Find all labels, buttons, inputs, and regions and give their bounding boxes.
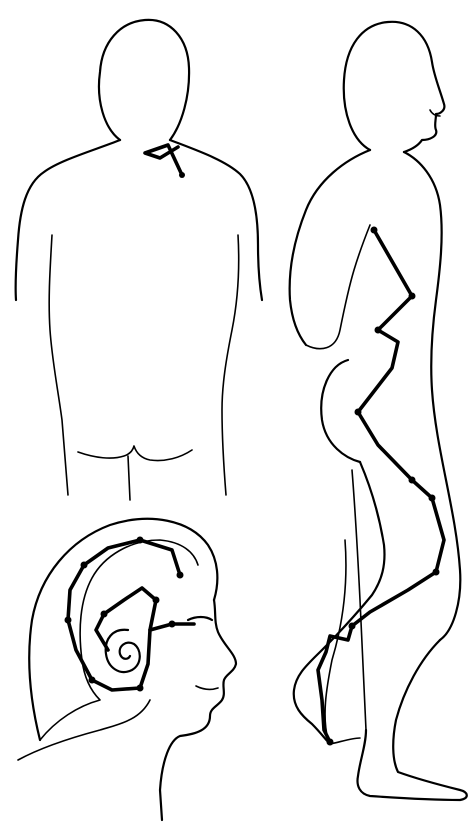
- head-point-9: [169, 621, 176, 628]
- back-neck-meridian: [145, 145, 182, 175]
- head-face-profile: [160, 600, 236, 820]
- head-hairline-outer: [40, 540, 198, 740]
- side-buttock: [321, 360, 360, 462]
- back-torso-right: [170, 140, 262, 300]
- back-right-side: [222, 235, 239, 495]
- side-back-foot: [330, 738, 360, 744]
- head-point-5: [89, 677, 96, 684]
- head-point-7: [153, 597, 160, 604]
- side-point-1: [371, 227, 378, 234]
- head-point-4: [65, 617, 72, 624]
- head-mouth: [196, 686, 218, 689]
- back-gluteal-cleft: [128, 456, 130, 500]
- side-point-6: [429, 495, 436, 502]
- side-back-line: [290, 150, 370, 345]
- back-buttocks: [78, 446, 192, 461]
- side-point-7: [433, 569, 440, 576]
- side-view-figure: [290, 22, 467, 800]
- back-view-figure: [16, 20, 262, 500]
- side-point-8: [349, 623, 356, 630]
- side-point-2: [409, 293, 416, 300]
- side-point-4: [355, 409, 362, 416]
- side-meridian: [318, 230, 444, 742]
- head-point-3: [81, 562, 88, 569]
- side-front-line: [404, 152, 460, 640]
- head-point-8: [101, 611, 108, 618]
- side-point-3: [375, 327, 382, 334]
- head-point-6: [137, 685, 144, 692]
- side-head-outline: [344, 22, 445, 152]
- side-point-5: [409, 477, 416, 484]
- side-arm: [306, 225, 370, 349]
- back-head-outline: [99, 20, 189, 140]
- head-point-2: [137, 537, 144, 544]
- side-back-leg: [294, 462, 385, 744]
- side-front-leg-inner: [352, 470, 366, 730]
- head-ear: [106, 630, 140, 672]
- side-point-9: [327, 739, 334, 746]
- head-profile-figure: [18, 519, 236, 820]
- back-torso-left: [16, 140, 120, 300]
- back-neck-point: [179, 172, 185, 178]
- side-front-leg: [358, 640, 467, 800]
- head-point-1: [177, 572, 184, 579]
- back-left-side: [49, 235, 68, 495]
- head-eye: [188, 617, 212, 620]
